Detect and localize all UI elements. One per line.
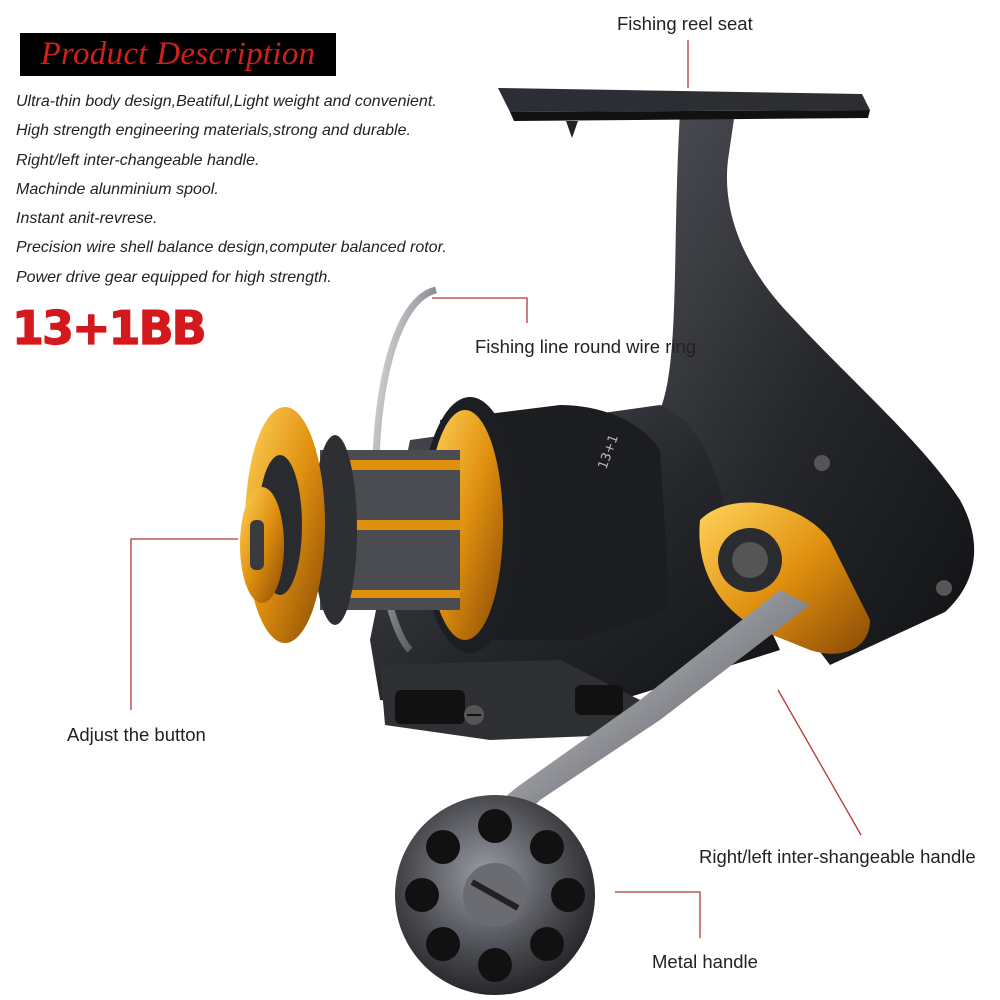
feature-item: Precision wire shell balance design,comp… bbox=[16, 239, 447, 257]
callout-wire-ring: Fishing line round wire ring bbox=[475, 336, 697, 357]
feature-list: Ultra-thin body design,Beatiful,Light we… bbox=[16, 90, 447, 295]
ball-bearing-badge: 13+1BB bbox=[11, 300, 207, 355]
feature-item: High strength engineering materials,stro… bbox=[16, 122, 411, 140]
callout-lines bbox=[130, 40, 862, 938]
feature-item: Ultra-thin body design,Beatiful,Light we… bbox=[16, 93, 437, 110]
reel-seat-plate bbox=[498, 88, 870, 112]
callout-metal-handle: Metal handle bbox=[652, 951, 758, 972]
callout-adjust-button: Adjust the button bbox=[67, 724, 206, 745]
handle-arm bbox=[470, 590, 810, 855]
product-description-title: Product Description bbox=[40, 36, 316, 72]
feature-item: Instant anit-revrese. bbox=[16, 210, 158, 228]
product-description-title-box: Product Description bbox=[20, 33, 336, 76]
callout-handle-interchange: Right/left inter-shangeable handle bbox=[699, 846, 976, 867]
callout-reel-seat: Fishing reel seat bbox=[617, 13, 753, 34]
feature-item: Machinde alunminium spool. bbox=[16, 180, 219, 198]
feature-item: Right/left inter-changeable handle. bbox=[16, 151, 260, 169]
feature-item: Power drive gear equipped for high stren… bbox=[16, 268, 332, 286]
